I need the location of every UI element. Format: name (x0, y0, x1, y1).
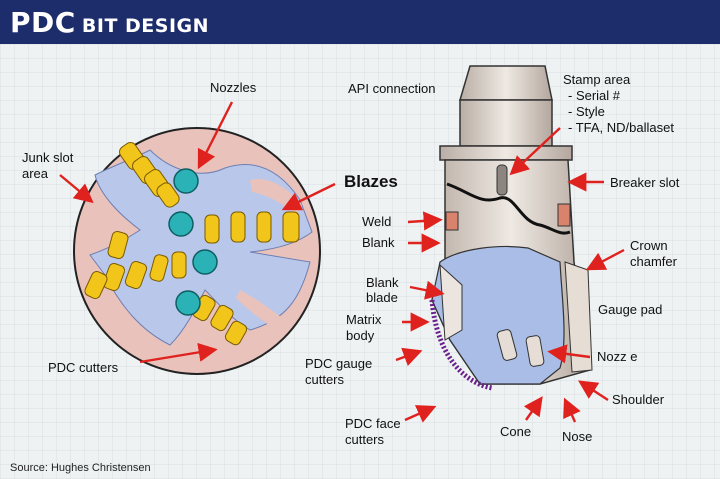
page-title: PDC BIT DESIGN (10, 6, 209, 39)
bit-diagram: Nozzles Junk slot area Blazes PDC cutter… (10, 65, 680, 474)
arrow-nozzle (547, 344, 591, 364)
weld-mark (445, 211, 459, 231)
bit-face-view (73, 127, 321, 375)
label-pdc-face-2: cutters (345, 432, 385, 447)
label-stamp-serial: - Serial # (568, 88, 621, 103)
label-matrix-2: body (346, 328, 375, 343)
arrow-pdc-face (404, 405, 437, 423)
label-nozzles: Nozzles (210, 80, 257, 95)
label-pdc-gauge-1: PDC gauge (305, 356, 372, 371)
label-crown-2: chamfer (630, 254, 678, 269)
label-weld: Weld (362, 214, 391, 229)
label-pdc-cutters: PDC cutters (48, 360, 119, 375)
callout-arrows (59, 101, 625, 423)
arrow-junk-slot (59, 174, 94, 204)
label-blank-blade-2: blade (366, 290, 398, 305)
label-stamp-style: - Style (568, 104, 605, 119)
label-crown-1: Crown (630, 238, 668, 253)
blade-area-blue (89, 149, 313, 346)
arrow-cone (523, 396, 543, 421)
arrow-pdc-gauge (395, 347, 423, 366)
label-junk-slot-2: area (22, 166, 49, 181)
api-connection-pin (458, 65, 553, 101)
label-junk-slot-1: Junk slot (22, 150, 74, 165)
pdc-face-cutters (429, 299, 493, 391)
arrow-crown-chamfer (585, 248, 625, 271)
bit-side-view (429, 65, 593, 391)
labels: Nozzles Junk slot area Blazes PDC cutter… (10, 72, 680, 474)
arrow-nozzles (197, 101, 234, 170)
label-cone: Cone (500, 424, 531, 439)
label-shoulder: Shoulder (612, 392, 665, 407)
label-pdc-gauge-2: cutters (305, 372, 345, 387)
arrow-stamp-area (509, 127, 561, 176)
nozzle-tubes (496, 329, 545, 367)
title-main: PDC (10, 6, 76, 39)
arrow-weld (407, 211, 443, 231)
arrow-pdc-cutters (139, 342, 218, 364)
title-rest: BIT DESIGN (81, 15, 210, 37)
pin-neck (459, 99, 553, 147)
label-nose: Nose (562, 429, 592, 444)
junk-slot-lobe (236, 290, 282, 326)
arrow-nose (563, 397, 581, 423)
label-breaker-slot: Breaker slot (610, 175, 680, 190)
nozzle-group (168, 168, 218, 316)
label-blazes: Blazes (344, 172, 398, 191)
arrow-shoulder (577, 380, 609, 402)
breaker-slot (557, 203, 571, 227)
label-pdc-face-1: PDC face (345, 416, 401, 431)
weld-line (446, 182, 571, 235)
label-nozzle: Nozz e (597, 349, 637, 364)
pdc-cutter-group (84, 142, 300, 346)
title-bar: PDC BIT DESIGN (0, 0, 720, 44)
shoulder-ring (439, 145, 573, 161)
label-blank: Blank (362, 235, 395, 250)
stamp-slot (496, 164, 508, 196)
label-stamp-tfa: - TFA, ND/ballaset (568, 120, 674, 135)
label-matrix-1: Matrix (346, 312, 382, 327)
label-blank-blade-1: Blank (366, 275, 399, 290)
label-gauge-pad: Gauge pad (598, 302, 662, 317)
label-stamp-area: Stamp area (563, 72, 631, 87)
arrow-blank-blade (409, 280, 445, 300)
arrow-blazes (281, 182, 336, 211)
gauge-pad (564, 261, 593, 373)
source-credit: Source: Hughes Christensen (10, 462, 151, 474)
blank-blade (439, 263, 463, 341)
label-api-connection: API connection (348, 81, 435, 96)
